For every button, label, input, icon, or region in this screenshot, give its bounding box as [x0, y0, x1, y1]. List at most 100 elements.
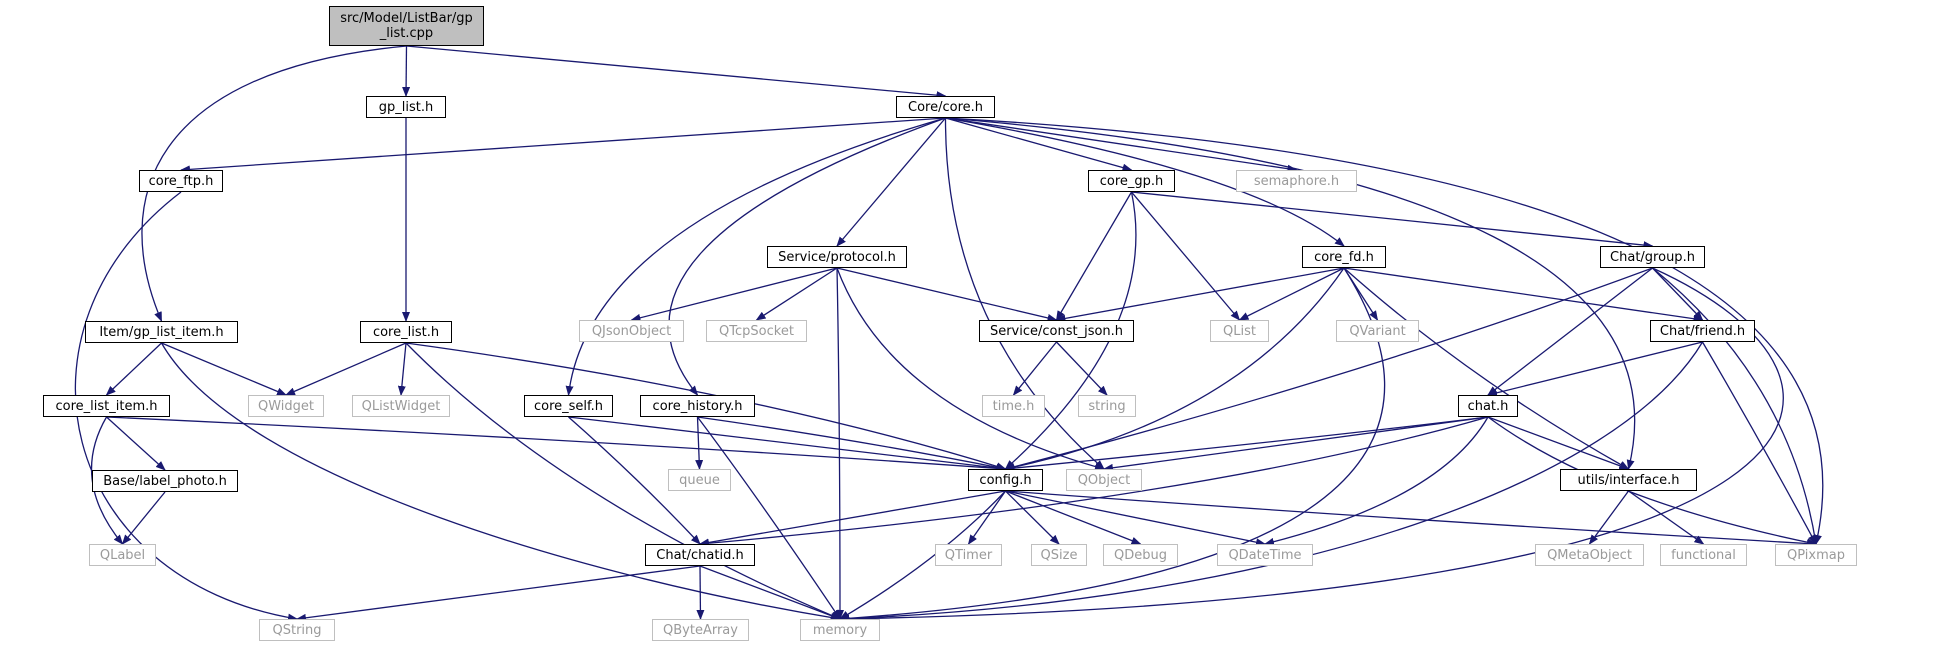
node-qsize[interactable]: QSize [1031, 544, 1087, 566]
node-qpixmap[interactable]: QPixmap [1775, 544, 1857, 566]
edge-config_h-to-qsize [1005, 490, 1060, 545]
node-config-h[interactable]: config.h [968, 469, 1043, 491]
node-core-self-h[interactable]: core_self.h [524, 395, 613, 417]
node-base-label-photo-h[interactable]: Base/label_photo.h [92, 470, 238, 492]
edge-core_list_h-to-memory [405, 342, 841, 620]
edge-core_list_item_h-to-base_label_photo_h [106, 416, 166, 471]
edge-core_history_h-to-memory [696, 416, 841, 620]
node-qbytearray[interactable]: QByteArray [652, 619, 749, 641]
node-core-list-item-h[interactable]: core_list_item.h [43, 395, 170, 417]
edge-utils_interface_h-to-qmetaobject [1588, 490, 1630, 545]
edge-config_h-to-qtimer [967, 490, 1007, 545]
edge-item_gp_list_item_h-to-core_list_item_h [105, 342, 162, 396]
edge-core_self_h-to-config_h [568, 416, 1007, 472]
node-string[interactable]: string [1078, 395, 1136, 417]
edge-root-to-gp_list_h [402, 45, 411, 97]
node-utils-interface-h[interactable]: utils/interface.h [1560, 469, 1697, 491]
edge-service_const_json_h-to-time_h [1012, 341, 1058, 396]
edge-core_ftp_h-to-qstring [74, 191, 298, 622]
edge-core_fd_h-to-qlist [1238, 267, 1345, 321]
node-service-protocol-h[interactable]: Service/protocol.h [767, 246, 907, 268]
edge-chat_chatid_h-to-qbytearray [696, 565, 705, 620]
node-qtcpsocket[interactable]: QTcpSocket [706, 320, 807, 342]
edge-service_protocol_h-to-service_const_json_h [836, 267, 1058, 322]
node-qvariant[interactable]: QVariant [1336, 320, 1419, 342]
edge-chat_group_h-to-config_h [1004, 267, 1653, 471]
node-memory[interactable]: memory [800, 619, 880, 641]
edge-service_protocol_h-to-memory [835, 267, 844, 620]
node-functional[interactable]: functional [1660, 544, 1747, 566]
edge-chat_friend_h-to-memory [839, 341, 1704, 623]
node-item-gp-list-item-h[interactable]: Item/gp_list_item.h [85, 321, 238, 343]
edge-service_const_json_h-to-string [1056, 341, 1108, 396]
node-qtimer[interactable]: QTimer [935, 544, 1002, 566]
node-core-gp-h[interactable]: core_gp.h [1088, 170, 1175, 192]
edge-core_list_h-to-qwidget [285, 342, 407, 396]
node-core-history-h[interactable]: core_history.h [640, 395, 755, 417]
node-qdebug[interactable]: QDebug [1103, 544, 1178, 566]
edge-chat_h-to-chat_chatid_h [699, 416, 1489, 548]
edge-chat_chatid_h-to-qstring [296, 565, 701, 622]
node-qjsonobject[interactable]: QJsonObject [579, 320, 684, 342]
edge-core_core_h-to-service_protocol_h [836, 117, 946, 247]
edge-item_gp_list_item_h-to-qwidget [161, 342, 287, 396]
edge-core_self_h-to-chat_chatid_h [568, 416, 701, 545]
node-core-ftp-h[interactable]: core_ftp.h [139, 170, 223, 192]
node-chat-friend-h[interactable]: Chat/friend.h [1650, 320, 1755, 342]
edge-core_gp_h-to-qlist [1131, 191, 1241, 321]
edge-core_core_h-to-qobject [944, 117, 1105, 470]
edge-core_list_h-to-qlistwidget [397, 342, 407, 396]
edge-chat_chatid_h-to-memory [699, 565, 841, 620]
node-qlist[interactable]: QList [1210, 320, 1269, 342]
edge-config_h-to-qdebug [1005, 490, 1142, 545]
node-qwidget[interactable]: QWidget [248, 395, 324, 417]
edge-chat_group_h-to-chat_h [1487, 267, 1653, 396]
edge-chat_group_h-to-chat_friend_h [1652, 267, 1704, 321]
edge-service_protocol_h-to-qobject [836, 267, 1105, 471]
edge-core_list_item_h-to-config_h [106, 416, 1007, 473]
edge-core_core_h-to-semaphore_h [945, 117, 1298, 173]
edge-root-to-core_core_h [406, 45, 947, 100]
edge-core_fd_h-to-utils_interface_h [1343, 267, 1630, 470]
node-qobject[interactable]: QObject [1066, 469, 1142, 491]
edge-config_h-to-qdatetime [1005, 490, 1266, 547]
edge-chat_h-to-qdatetime [1264, 416, 1489, 546]
edge-chat_h-to-qobject [1103, 416, 1489, 472]
node-qlabel[interactable]: QLabel [89, 544, 156, 566]
node-chat-chatid-h[interactable]: Chat/chatid.h [645, 544, 755, 566]
edge-core_core_h-to-core_ftp_h [180, 117, 946, 174]
edge-core_fd_h-to-chat_friend_h [1343, 267, 1704, 323]
edge-core_history_h-to-config_h [697, 416, 1007, 472]
edge-core_core_h-to-core_history_h [668, 117, 946, 396]
edge-utils_interface_h-to-functional [1628, 490, 1705, 545]
edge-chat_group_h-to-qpixmap [1652, 267, 1819, 545]
edge-core_gp_h-to-chat_group_h [1131, 191, 1654, 250]
edge-chat_h-to-utils_interface_h [1487, 416, 1630, 470]
node-qstring[interactable]: QString [259, 619, 335, 641]
node-qdatetime[interactable]: QDateTime [1217, 544, 1313, 566]
edge-service_protocol_h-to-qtcpsocket [755, 267, 838, 321]
edge-core_core_h-to-core_fd_h [945, 117, 1345, 247]
node-qmetaobject[interactable]: QMetaObject [1535, 544, 1644, 566]
edge-chat_h-to-config_h [1004, 416, 1489, 473]
node-core-fd-h[interactable]: core_fd.h [1302, 246, 1386, 268]
edge-core_core_h-to-core_self_h [565, 117, 946, 396]
edge-chat_friend_h-to-chat_h [1487, 341, 1703, 397]
node-gp-list-h[interactable]: gp_list.h [366, 96, 446, 118]
node-core-core-h[interactable]: Core/core.h [896, 96, 995, 118]
edge-config_h-to-memory [839, 490, 1006, 620]
node-chat-h[interactable]: chat.h [1458, 395, 1518, 417]
node-semaphore-h[interactable]: semaphore.h [1236, 170, 1357, 192]
node-qlistwidget[interactable]: QListWidget [352, 395, 450, 417]
node-time-h[interactable]: time.h [982, 395, 1045, 417]
node-service-const-json-h[interactable]: Service/const_json.h [979, 320, 1134, 342]
node-chat-group-h[interactable]: Chat/group.h [1600, 246, 1705, 268]
node-queue[interactable]: queue [668, 469, 731, 491]
edge-core_core_h-to-utils_interface_h [945, 117, 1636, 470]
edge-base_label_photo_h-to-qlabel [121, 491, 166, 545]
node-root[interactable]: src/Model/ListBar/gp _list.cpp [329, 6, 484, 46]
node-core-list-h[interactable]: core_list.h [360, 321, 452, 343]
edge-core_fd_h-to-service_const_json_h [1055, 267, 1345, 323]
edge-config_h-to-chat_chatid_h [699, 490, 1006, 547]
